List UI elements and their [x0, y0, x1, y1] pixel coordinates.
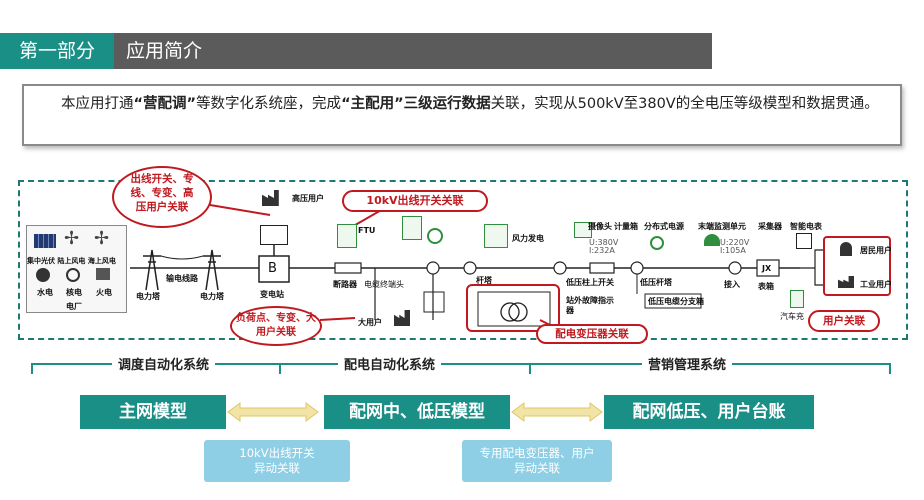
meter-box2-label: 表箱 [758, 282, 774, 291]
wind-power-label: 风力发电 [512, 234, 544, 243]
callout-hv-association: 出线开关、专线、专变、高压用户关联 [112, 166, 212, 228]
double-arrow-1-icon [227, 402, 319, 422]
system-marketing: 营销管理系统 [642, 354, 733, 373]
callout-10kv-association: 10kV出线开关关联 [342, 190, 488, 212]
smart-meter-icon [796, 233, 812, 249]
industrial-label: 工业用户 [860, 280, 892, 289]
power-plant-label: 电厂 [66, 302, 82, 311]
gauge-icon [704, 234, 720, 246]
users-box [823, 236, 891, 296]
resident-label: 居民用户 [860, 246, 892, 255]
ftu-label: FTU [358, 226, 376, 235]
big-user-label: 大用户 [358, 318, 382, 327]
lv-user-ledger: 配网低压、用户台账 [604, 395, 814, 429]
distributed-icon [650, 236, 664, 250]
indicator-icon [427, 228, 443, 244]
system-distribution: 配电自动化系统 [338, 354, 442, 373]
camera-icon [574, 222, 592, 238]
ftu-device-icon [337, 224, 357, 248]
lv-branch-label: 低压电缆分支箱 [648, 297, 704, 306]
breaker-label: 断路器 [333, 280, 357, 289]
hydro-icon [36, 268, 50, 282]
intro-box [22, 84, 902, 146]
tower-1-label: 电力塔 [136, 292, 160, 301]
hydro-label: 水电 [37, 288, 53, 297]
distributed-label: 分布式电源 [644, 222, 684, 231]
ev-charger-icon [790, 290, 804, 308]
system-dispatch: 调度自动化系统 [112, 354, 216, 373]
header-bar [0, 33, 712, 69]
terminal-monitor-label: 末端监测单元 [698, 222, 746, 231]
intro-text: 本应用打通“营配调”等数字化系统座，完成“主配用”三级运行数据关联，实现从500… [61, 96, 879, 112]
solar-panel-icon [34, 234, 56, 248]
lv-pole-label: 低压杆塔 [640, 278, 672, 287]
ev-label: 汽车充 [780, 312, 804, 321]
tower-2-label: 电力塔 [200, 292, 224, 301]
substation-letter: B [268, 261, 277, 276]
resident-icon [840, 242, 852, 256]
sub-10kv-change: 10kV出线开关异动关联 [204, 440, 350, 482]
double-arrow-2-icon [511, 402, 603, 422]
tower-2-icon [203, 249, 221, 291]
main-grid-model: 主网模型 [80, 395, 226, 429]
cable-head-label: 电缆终端头 [364, 280, 404, 289]
pole-switch-label: 低压柱上开关 [566, 278, 614, 287]
distribution-model: 配网中、低压模型 [324, 395, 510, 429]
callout-transformer-association: 配电变压器关联 [536, 324, 648, 344]
callout-user-association: 用户关联 [808, 310, 880, 332]
fault-monitor-icon [402, 216, 422, 240]
transformer-highlight [466, 284, 560, 332]
tower-1-icon [143, 249, 161, 291]
access-label: 接入 [724, 280, 740, 289]
hv-user-device-icon [260, 225, 288, 245]
voltage-2: U:220V [720, 238, 750, 247]
transmission-line-label: 输电线路 [166, 274, 198, 283]
camera-label: 摄像头 [588, 222, 612, 231]
nuclear-label: 核电 [66, 288, 82, 297]
wind-offshore-icon: ✢ [94, 228, 110, 249]
voltage-1: U:380V [589, 238, 619, 247]
meter-box-label: 计量箱 [614, 222, 638, 231]
thermal-icon [96, 268, 110, 280]
section-label: 第一部分 [0, 33, 114, 69]
jx-label: JX [762, 264, 772, 273]
nuclear-icon [66, 268, 80, 282]
wind-turbine-icon: ✢ [64, 228, 80, 249]
topology-diagram [18, 180, 908, 340]
pole-label: 杆塔 [476, 276, 492, 285]
thermal-label: 火电 [96, 288, 112, 297]
substation-label: 变电站 [260, 290, 284, 299]
fault-indicator-label: 站外故障指示器 [566, 296, 614, 315]
hv-user-label: 高压用户 [292, 194, 324, 203]
page-title: 应用简介 [126, 40, 203, 62]
collector-label: 采集器 [758, 222, 782, 231]
current-1: I:232A [589, 246, 615, 255]
wind-power-icon [484, 224, 508, 248]
current-2: I:105A [720, 246, 746, 255]
sub-transformer-change: 专用配电变压器、用户异动关联 [462, 440, 612, 482]
smart-meter-label: 智能电表 [790, 222, 822, 231]
callout-load-association: 负荷点、专变、大用户关联 [230, 306, 322, 346]
generation-types-label: 集中光伏 陆上风电 海上风电 [27, 257, 116, 265]
